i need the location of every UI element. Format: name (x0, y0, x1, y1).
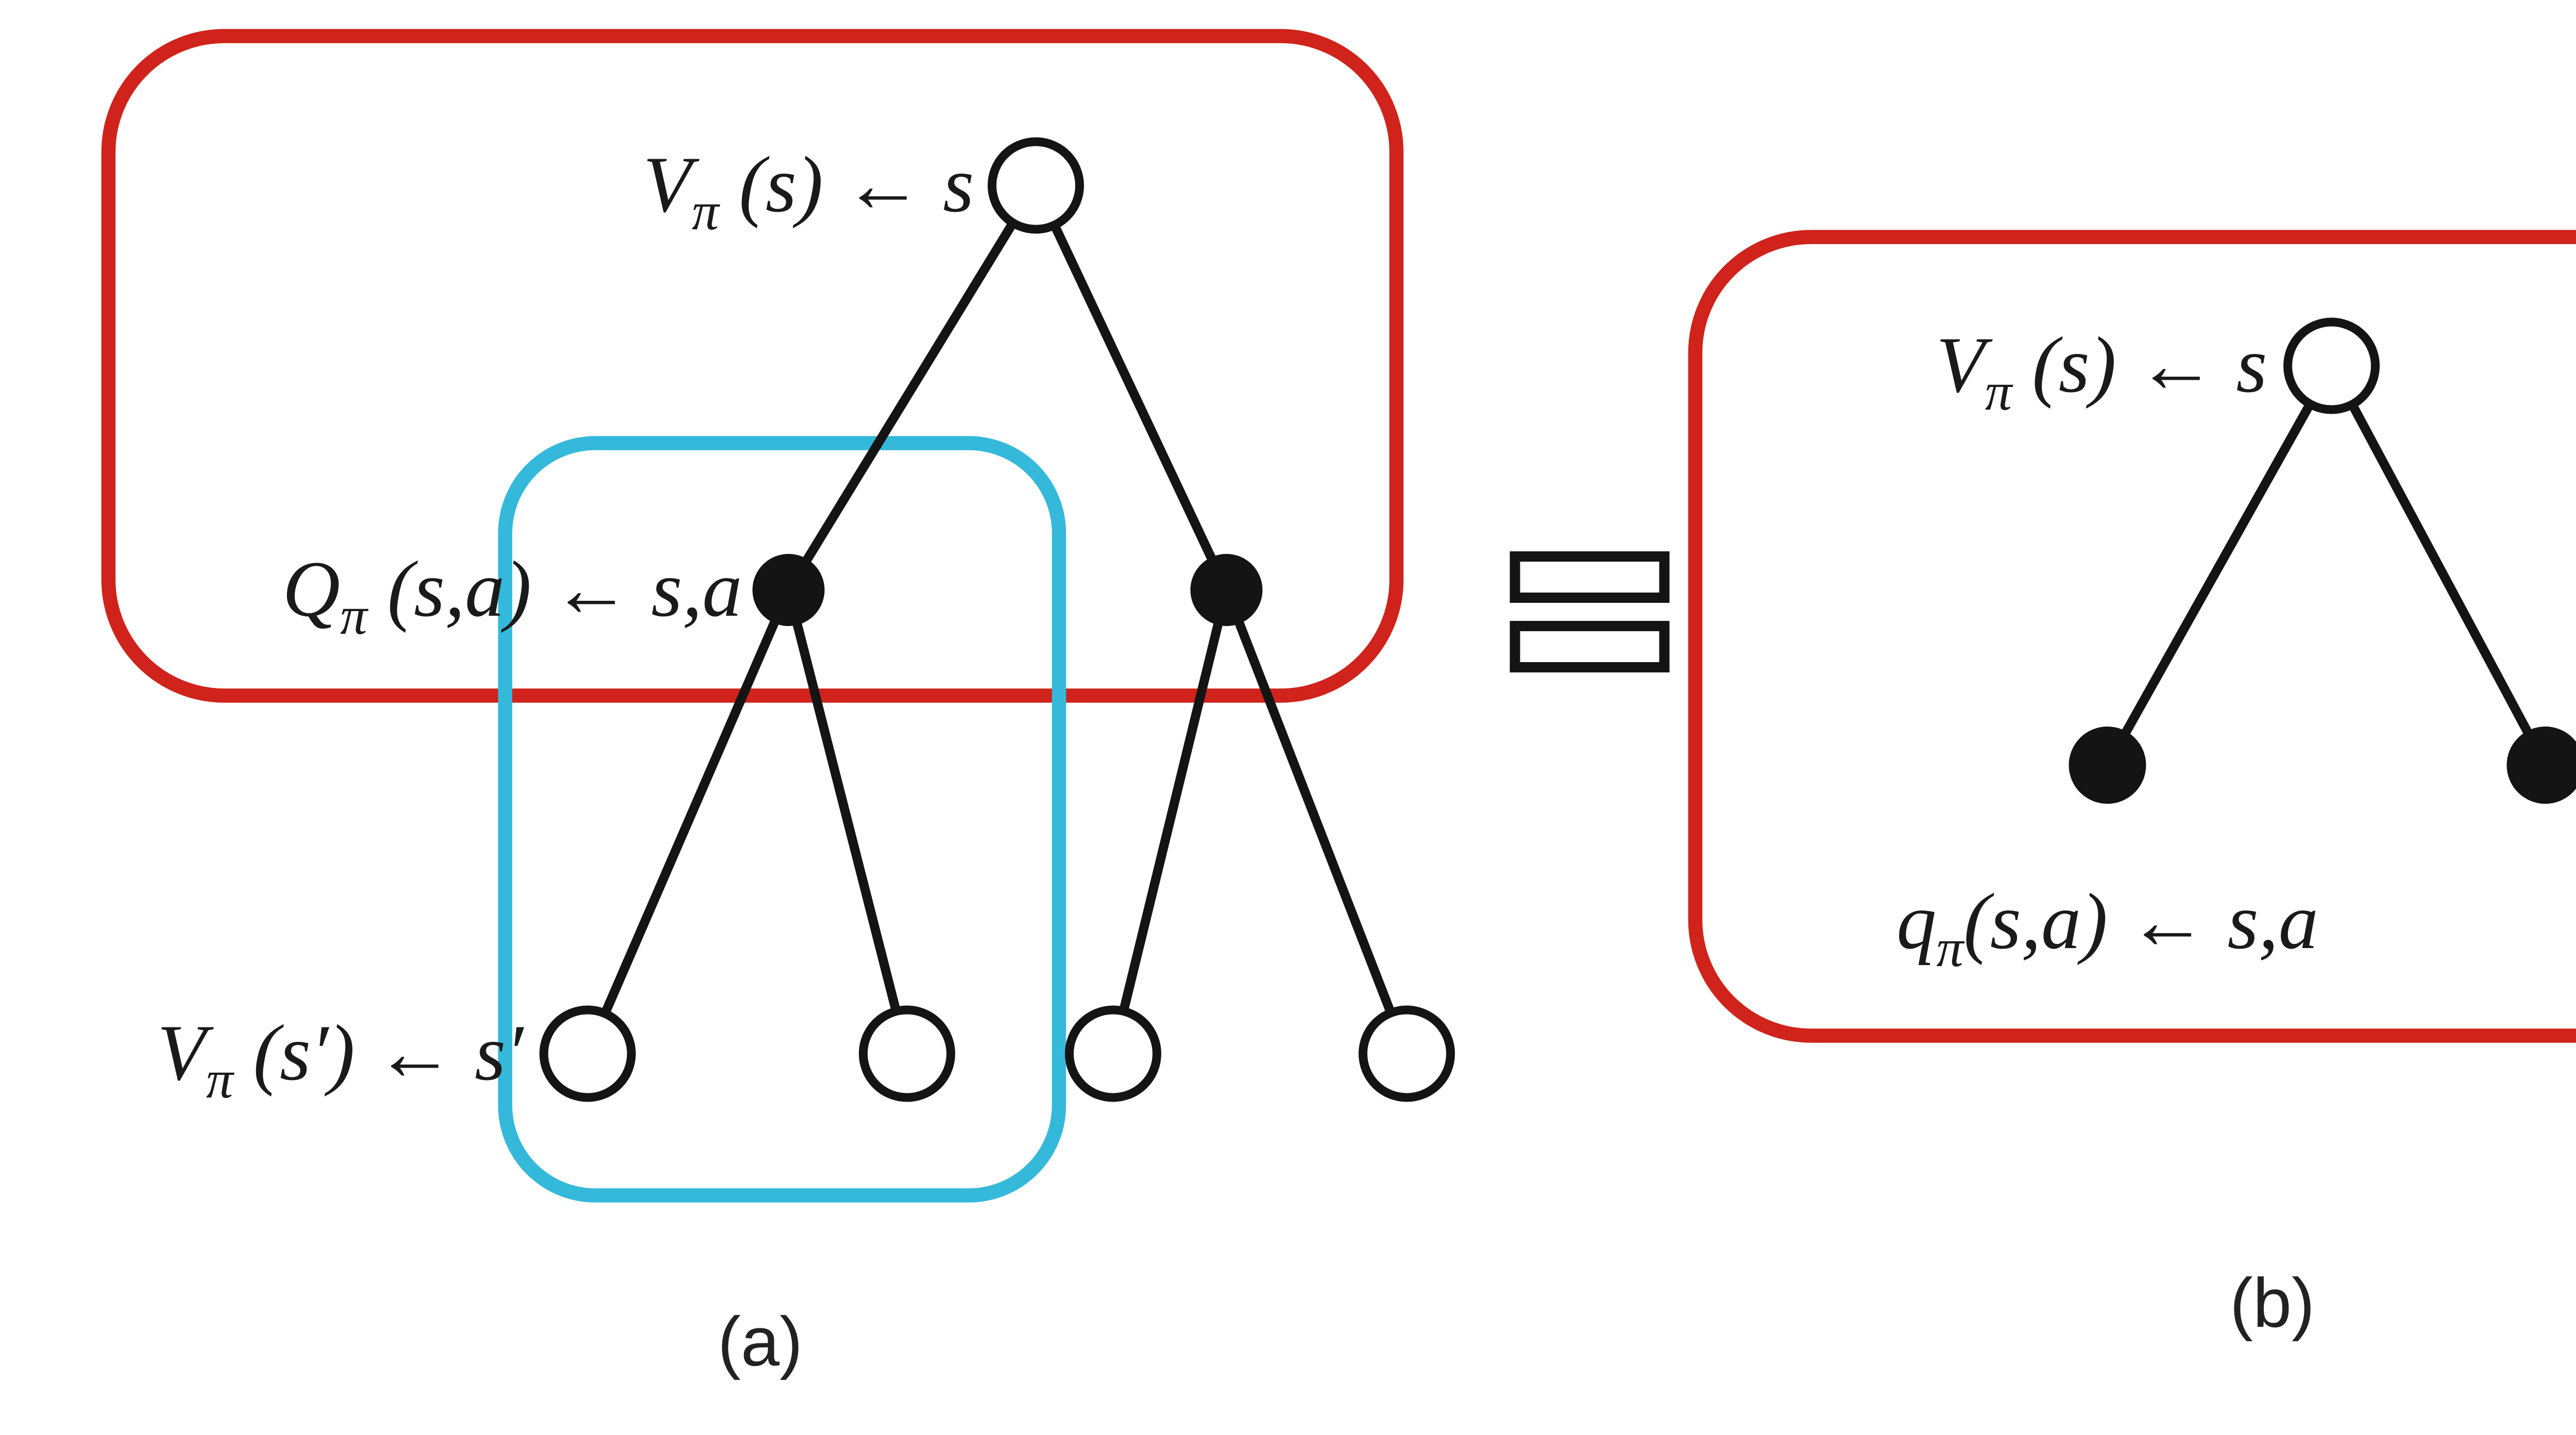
red-group-box-b (1688, 230, 2576, 1043)
action-value-label-a: Qπ (s,a) ← s,a (282, 545, 742, 646)
leaf-value-label-a: Vπ (s′) ← s′ (157, 1008, 524, 1109)
panel-a: Vπ (s) ← s Qπ (s,a) ← s,a Vπ (s′) ← s′ (… (101, 29, 1455, 1380)
action-node-right-a (1190, 554, 1263, 626)
edge-right-action-leaf3 (1108, 585, 1231, 1058)
label-base: q (1896, 877, 1937, 966)
action-node-left-b (2069, 727, 2146, 804)
state-node-leaf3-a (1065, 1005, 1161, 1102)
action-node-left-a (752, 554, 825, 626)
state-node-root-a (988, 137, 1084, 234)
state-node-root-b (2283, 317, 2380, 414)
equals-bottom-bar (1510, 621, 1670, 672)
edge-left-action-leaf1 (583, 585, 793, 1058)
label-rest: (s,a) ← s,a (1963, 877, 2318, 966)
label-rest: (s) ← s (2012, 320, 2267, 409)
edge-root-right-action (1031, 181, 1231, 595)
equals-operator (1510, 551, 1670, 672)
edge-root-left-action (784, 181, 1041, 595)
state-node-leaf4-a (1359, 1005, 1455, 1102)
edge-root-right-action-b (2327, 361, 2550, 770)
label-rest: (s′) ← s′ (233, 1008, 524, 1097)
label-base: V (1936, 320, 1993, 409)
action-node-right-b (2506, 727, 2576, 804)
action-value-label-b: qπ(s,a) ← s,a (1896, 877, 2318, 978)
cyan-group-box-a (498, 436, 1066, 1203)
label-base: Q (282, 545, 340, 633)
root-value-label-b: Vπ (s) ← s (1936, 320, 2267, 421)
caption-b: (b) (2230, 1264, 2315, 1342)
equals-top-bar (1510, 551, 1670, 603)
label-subscript: π (340, 585, 369, 646)
label-subscript: π (1937, 918, 1965, 978)
label-base: V (157, 1008, 214, 1097)
edge-left-action-leaf2 (784, 585, 912, 1058)
red-group-box-a (101, 29, 1404, 703)
edge-right-action-leaf4 (1222, 585, 1412, 1058)
caption-a: (a) (718, 1303, 803, 1380)
label-rest: (s,a) ← s,a (367, 545, 742, 633)
label-subscript: π (692, 181, 721, 241)
label-base: V (643, 140, 700, 229)
panel-b: Vπ (s) ← s qπ(s,a) ← s,a (b) (1688, 230, 2576, 1342)
label-subscript: π (206, 1049, 235, 1109)
label-rest: (s) ← s (719, 140, 974, 229)
state-node-leaf1-a (539, 1005, 636, 1102)
edge-root-left-action-b (2103, 361, 2336, 770)
label-subscript: π (1985, 361, 2014, 421)
root-value-label-a: Vπ (s) ← s (643, 140, 974, 241)
state-node-leaf2-a (859, 1005, 955, 1102)
